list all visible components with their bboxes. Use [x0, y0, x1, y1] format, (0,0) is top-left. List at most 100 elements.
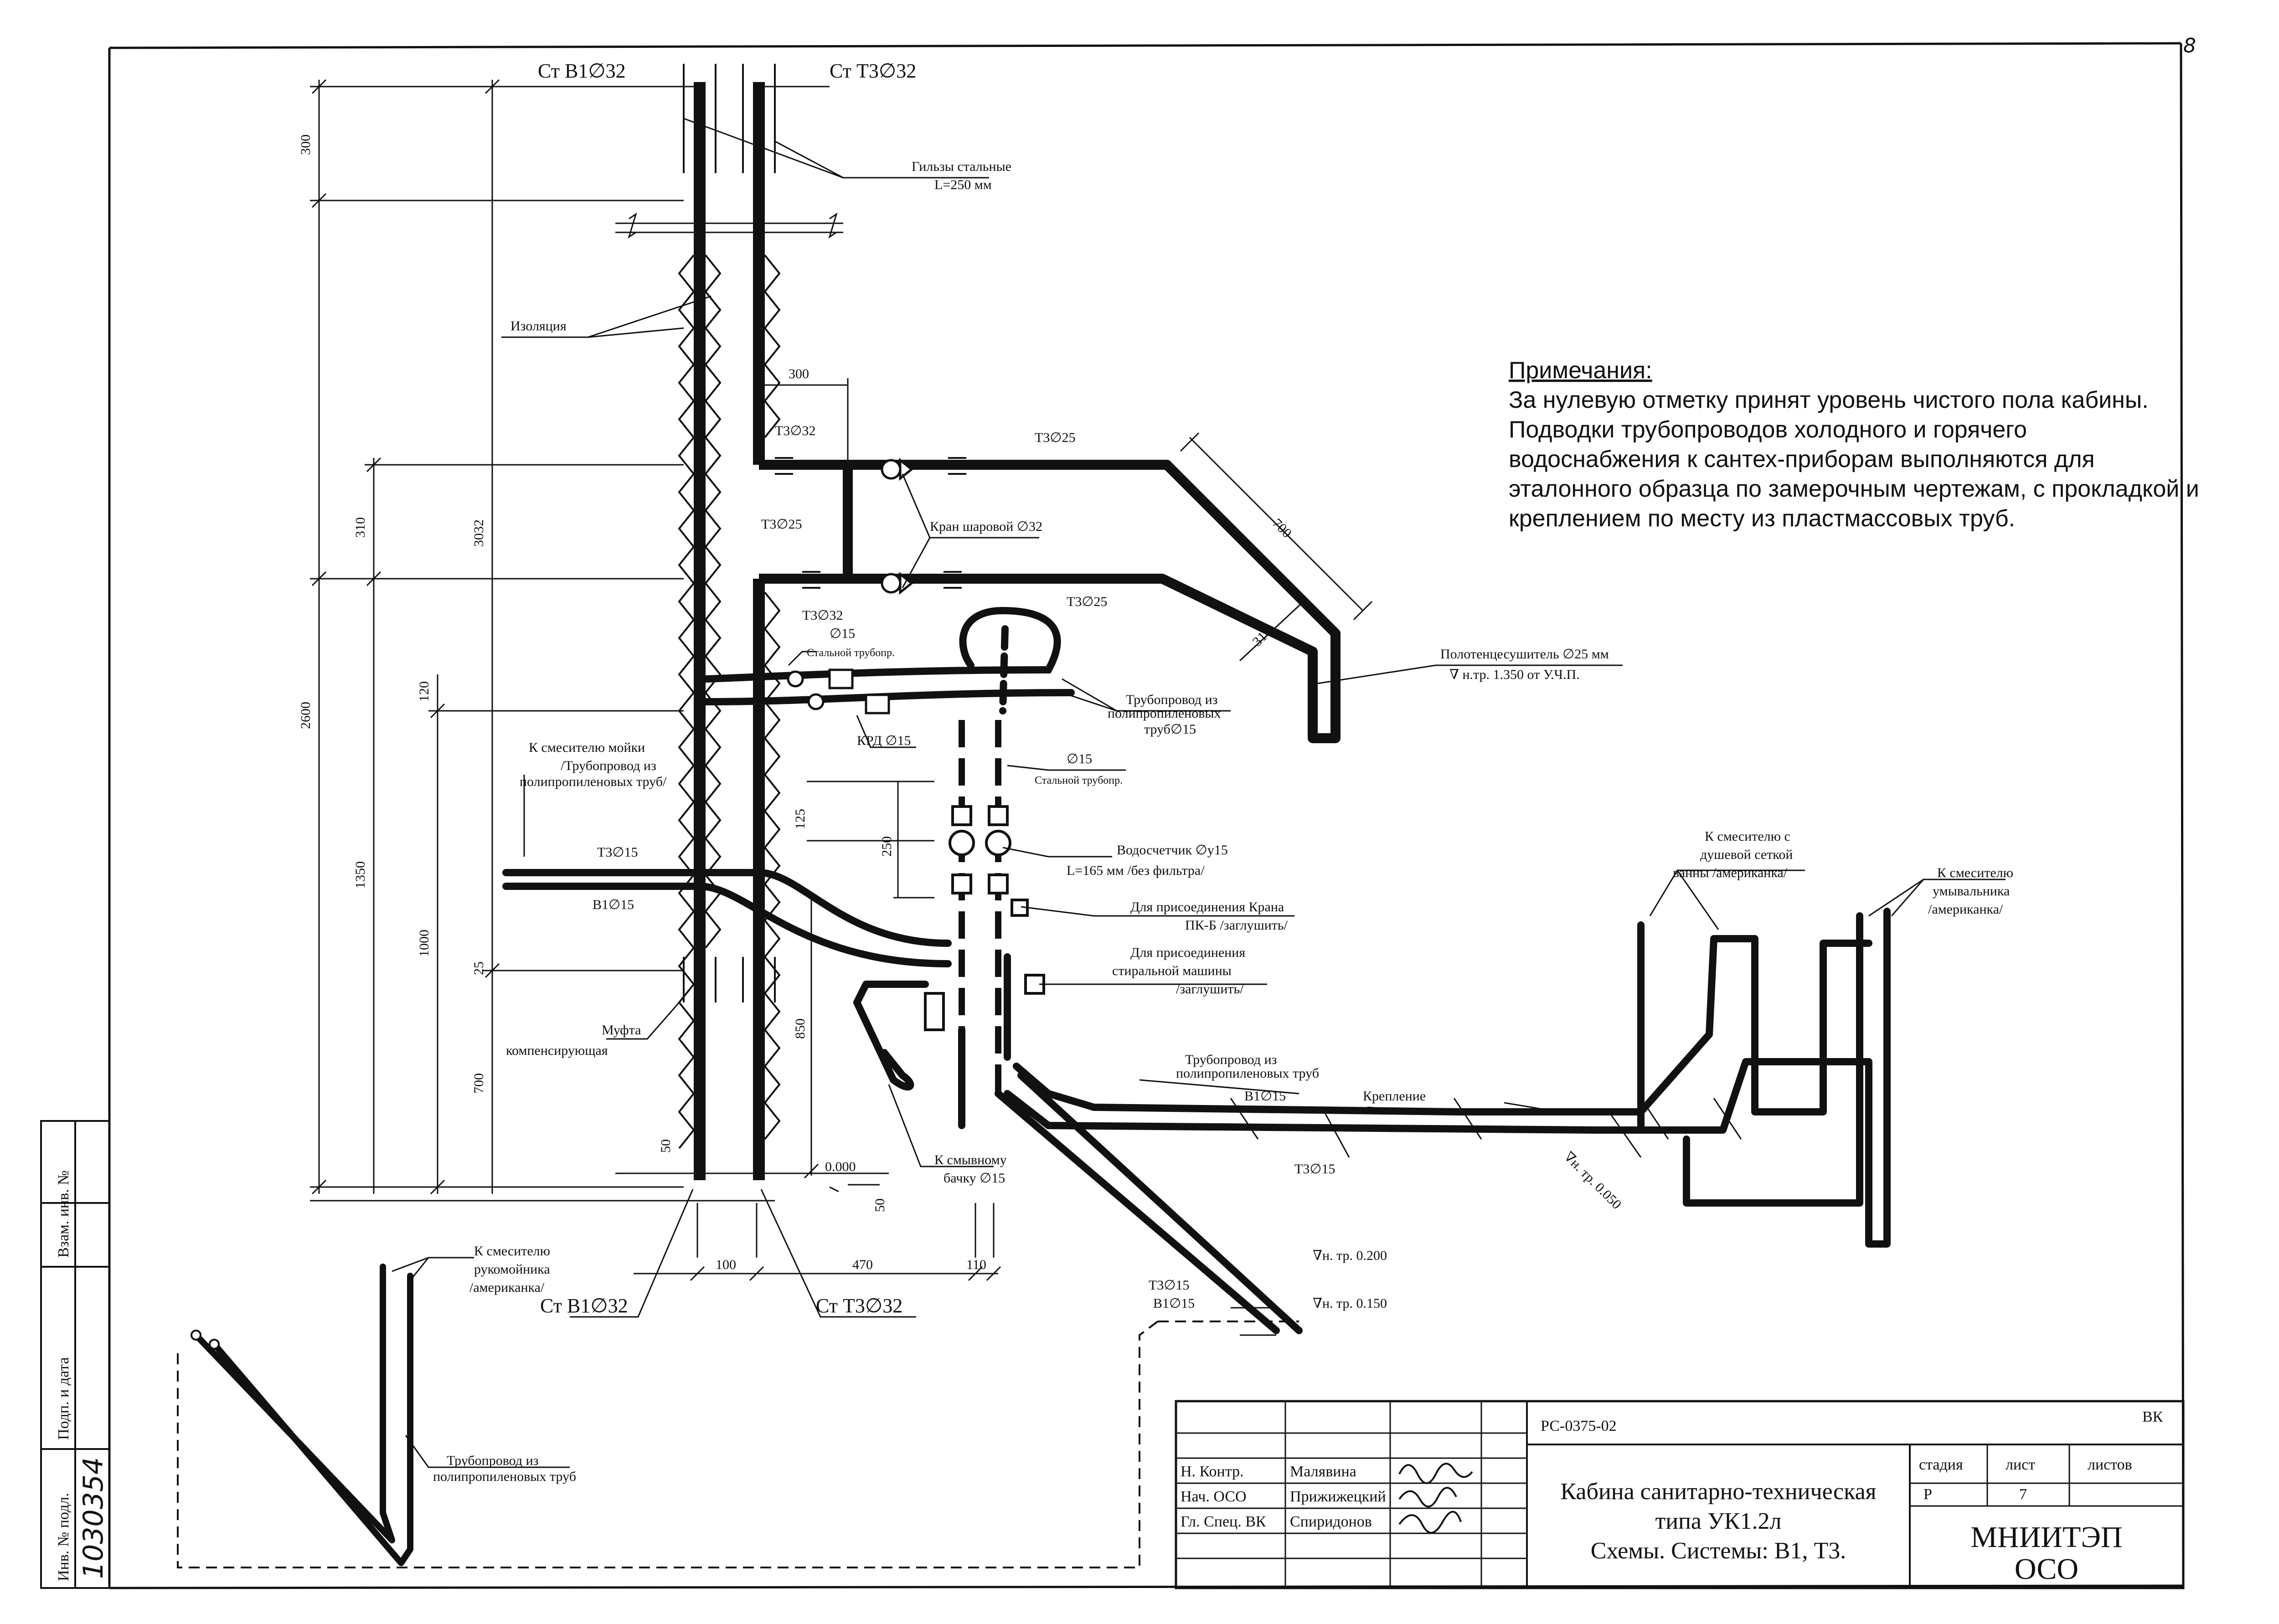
section-code: ВК [2142, 1408, 2163, 1425]
level-150: ∇н. тр. 0.150 [1313, 1296, 1387, 1311]
pp-hand-label-2: полипропиленовых труб [433, 1469, 576, 1484]
pp-floor-label-2: полипропиленовых труб [1176, 1066, 1319, 1081]
name-1: Малявина [1290, 1463, 1356, 1480]
inv-number-value: 1030354 [77, 1457, 109, 1579]
pipe-label-top-left: Ст В1∅32 [538, 60, 626, 82]
krd-valves [787, 668, 890, 714]
signatures [1398, 1463, 1473, 1534]
bath-label-1: К смесителю с [1705, 829, 1790, 844]
towel-dryer-label-2: ∇ н.тр. 1.350 от У.Ч.П. [1449, 667, 1580, 682]
pp-floor-label-1: Трубопровод из [1185, 1052, 1277, 1067]
d15-steel-label-2: Стальной трубопр. [1035, 775, 1123, 786]
dim-120: 120 [417, 681, 432, 702]
title-line-3: Схемы. Системы: В1, Т3. [1591, 1538, 1846, 1564]
notes-block: Примечания: За нулевую отметку принят ур… [1509, 357, 2199, 532]
title-block-grid [1175, 1400, 2185, 1589]
notes-line-3: водоснабжения к сантех-приборам выполняю… [1509, 446, 2095, 473]
fastenings [1230, 1098, 1742, 1158]
page-number: 8 [2183, 34, 2196, 57]
hand-label-2: рукомойника [474, 1262, 550, 1277]
sink-label-3: полипропиленовых труб/ [520, 774, 667, 789]
sleeves-label-2: L=250 мм [934, 177, 992, 192]
t3-15-floor-label: Т3∅15 [1294, 1161, 1335, 1177]
sheet-header: лист [2006, 1456, 2035, 1473]
pp-pipe-label-3: труб∅15 [1144, 722, 1196, 737]
dim-3032: 3032 [471, 519, 486, 547]
insulation-label: Изоляция [510, 319, 567, 334]
dim-470: 470 [852, 1257, 873, 1272]
floor-pipes [502, 869, 1891, 1334]
meter-feeds [959, 720, 1001, 1094]
org-name-2: ОСО [2015, 1552, 2078, 1586]
dim-2600: 2600 [298, 702, 313, 729]
stage-value: Р [1923, 1486, 1932, 1503]
t3-32-lower-label: Т3∅32 [802, 608, 843, 623]
replace-label: Взам. инв. № [55, 1170, 72, 1258]
notes-line-4: эталонного образца по замерочным чертежа… [1509, 476, 2199, 502]
wash-label-1: К смесителю [1937, 865, 2013, 880]
role-1: Н. Контр. [1181, 1463, 1244, 1480]
sleeves-label-1: Гильзы стальные [912, 159, 1011, 174]
sink-label-2: /Трубопровод из [561, 758, 656, 773]
t3-25-riser-label: Т3∅25 [761, 517, 802, 532]
leader-lines [392, 86, 2006, 1468]
dim-50-b: 50 [872, 1198, 887, 1212]
fastening-label: Крепление [1363, 1089, 1426, 1104]
dim-1000: 1000 [417, 930, 432, 957]
level-200: ∇н. тр. 0.200 [1313, 1248, 1387, 1263]
hand-wash-branch [193, 1264, 413, 1566]
org-name-1: МНИИТЭП [1970, 1521, 2122, 1554]
dim-310-left: 310 [353, 517, 368, 538]
t3-15-left-label: Т3∅15 [597, 845, 638, 860]
tank-label-1: К смывному [934, 1152, 1007, 1167]
wash-label-2: умывальника [1933, 884, 2010, 899]
dim-125: 125 [793, 809, 808, 829]
tank-label-2: бачку ∅15 [944, 1171, 1005, 1186]
break-marks [775, 457, 966, 589]
dim-700-dryer: 700 [1269, 516, 1294, 541]
dim-1350: 1350 [353, 861, 368, 889]
role-3: Гл. Спец. ВК [1181, 1513, 1266, 1530]
name-2: Прижижецкий [1290, 1488, 1386, 1505]
insulation-zigzag [678, 254, 781, 1149]
dimension-lines [310, 79, 1001, 1281]
washer-label-2: стиральной машины [1112, 963, 1232, 978]
inv-number-label: Инв. № подл. [55, 1493, 72, 1581]
towel-dryer-dims [1180, 432, 1373, 662]
t3-25-upper-label: Т3∅25 [1035, 430, 1075, 445]
dim-110: 110 [966, 1257, 986, 1272]
notes-line-1: За нулевую отметку принят уровень чистог… [1509, 387, 2149, 413]
coupling-label-1: Муфта [602, 1023, 641, 1038]
krd-label: КРД ∅15 [857, 733, 911, 748]
sheet-value: 7 [2019, 1486, 2027, 1503]
meter-label-1: Водосчетчик ∅у15 [1117, 843, 1228, 858]
t3-25-lower-label: Т3∅25 [1067, 594, 1107, 609]
sink-label-1: К смесителю мойки [529, 740, 645, 755]
crane-label-1: Для присоединения Крана [1130, 899, 1284, 915]
ball-valve-label: Кран шаровой ∅32 [930, 519, 1042, 534]
dim-25: 25 [471, 961, 486, 975]
dashed-boundary [177, 1321, 1299, 1568]
dim-250: 250 [879, 836, 894, 857]
dim-300-mid: 300 [789, 366, 809, 381]
name-3: Спиридонов [1290, 1513, 1372, 1530]
pipe-label-bottom-right: Ст Т3∅32 [816, 1295, 902, 1317]
washer-label-3: /заглушить/ [1176, 982, 1244, 997]
hand-label-1: К смесителю [474, 1244, 550, 1259]
dim-850: 850 [793, 1018, 808, 1039]
pp-hand-label-1: Трубопровод из [447, 1453, 538, 1468]
water-meters [924, 805, 1045, 1031]
d15-top-label: ∅15 [830, 626, 855, 641]
hand-wash-valves [191, 1330, 220, 1350]
pipe-label-top-right: Ст Т3∅32 [830, 60, 916, 82]
wash-label-3: /американка/ [1928, 902, 2003, 917]
b1-15-bottom-label: В1∅15 [1153, 1296, 1195, 1311]
pipe-label-bottom-left: Ст В1∅32 [540, 1295, 628, 1317]
steel-sleeves [683, 64, 776, 1002]
dim-100: 100 [716, 1257, 736, 1272]
dim-700-left: 700 [471, 1073, 486, 1094]
notes-heading: Примечания: [1509, 357, 1652, 384]
bath-label-2: душевой сеткой [1700, 847, 1793, 862]
title-line-1: Кабина санитарно-техническая [1560, 1479, 1876, 1505]
